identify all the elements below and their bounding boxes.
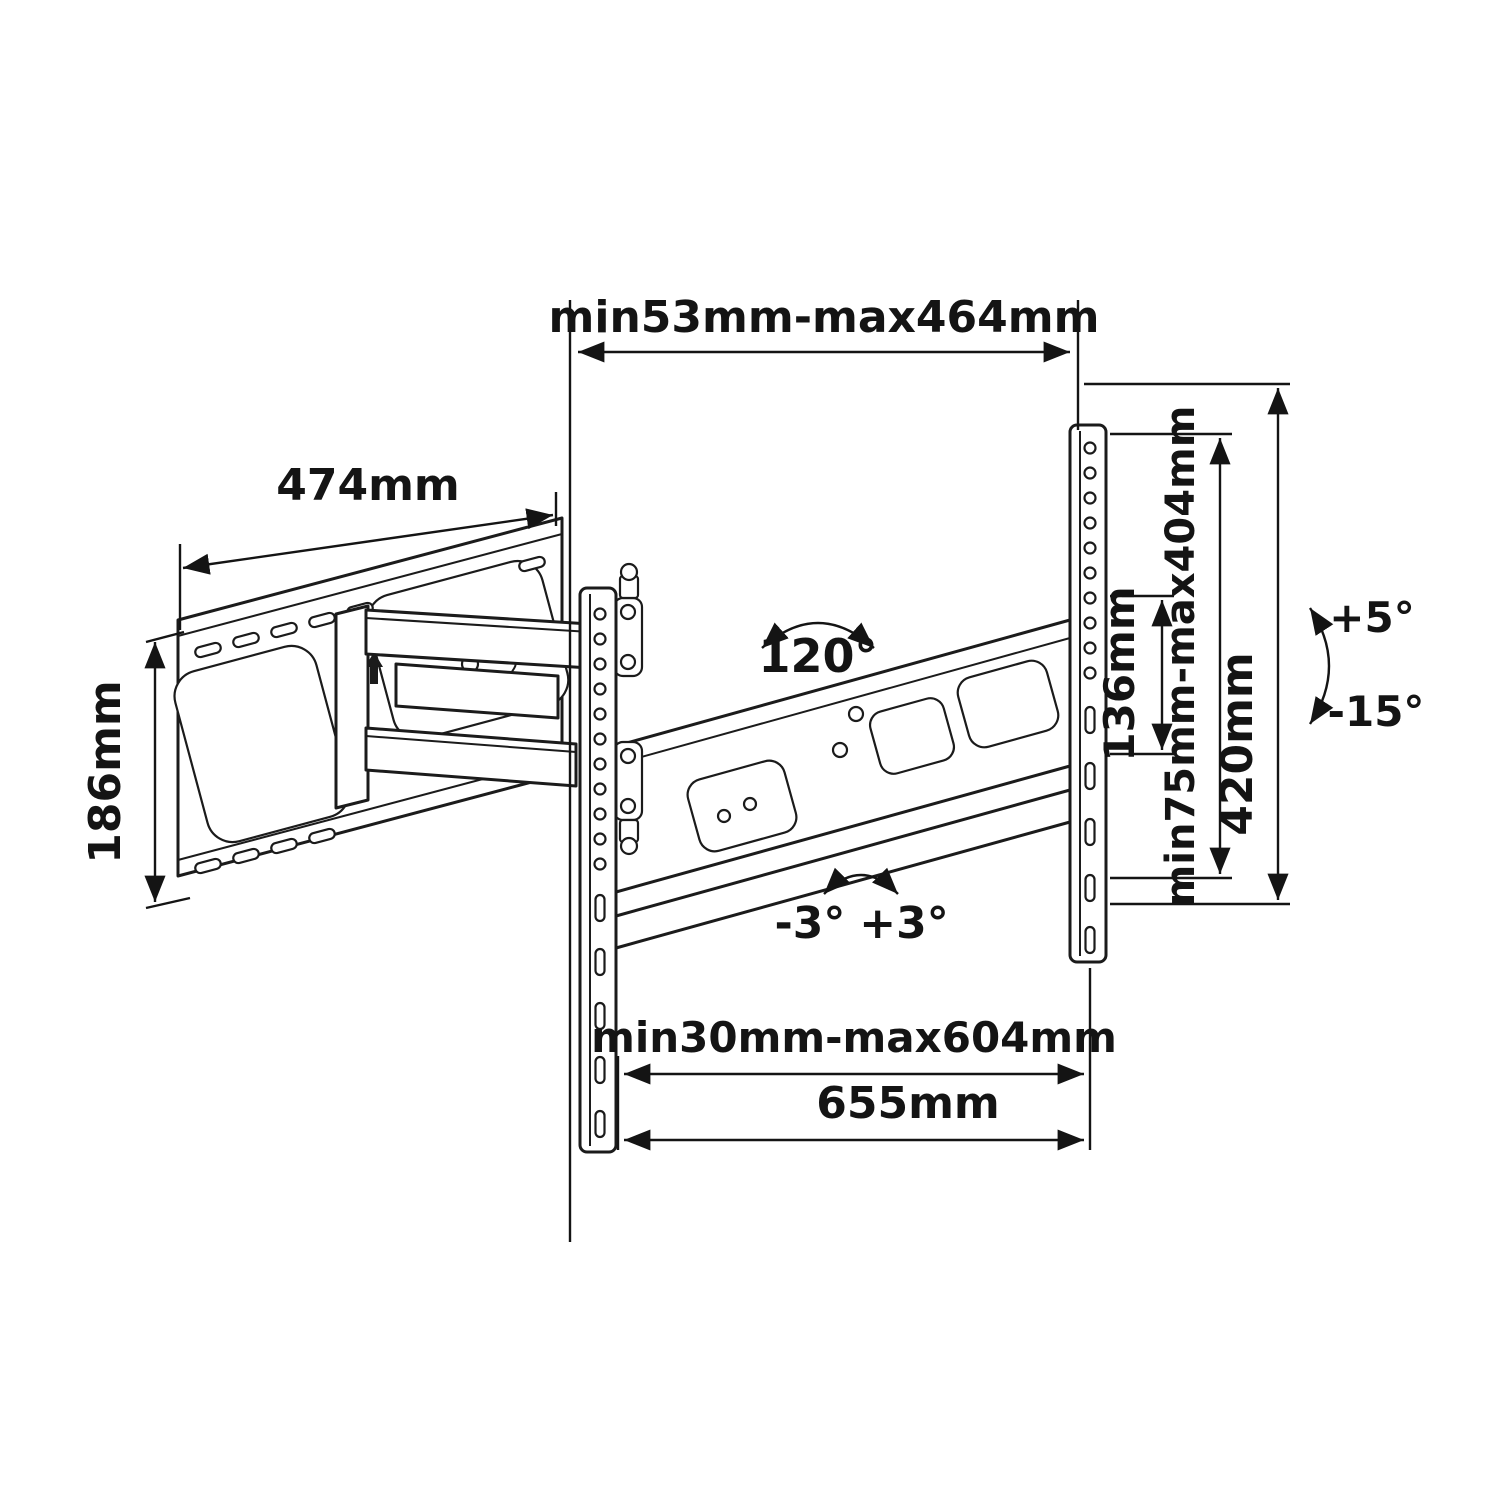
vesa-width-range-label: min30mm-max604mm	[591, 1013, 1117, 1062]
crossbar-width-label: 655mm	[816, 1078, 1000, 1129]
arm-assembly	[334, 604, 592, 810]
vesa-min-height-label: 136mm	[1095, 586, 1144, 761]
level-right-label: +3°	[859, 898, 948, 949]
wall-plate-height-label: 186mm	[80, 680, 131, 864]
bracket-height-label: 420mm	[1212, 652, 1263, 836]
tilt-up-label: +5°	[1329, 593, 1414, 642]
tilt-down-label: -15°	[1328, 687, 1425, 736]
dim-wall-plate-height: 186mm	[80, 630, 191, 910]
left-rail-holes	[593, 607, 607, 871]
level-left-label: -3°	[775, 898, 846, 949]
dim-extension-range: min53mm-max464mm	[549, 292, 1100, 1242]
dim-crossbar-width: 655mm	[624, 1078, 1084, 1151]
right-vertical-rail	[1068, 423, 1108, 964]
left-rail-slots	[594, 893, 606, 1139]
extension-range-label: min53mm-max464mm	[549, 292, 1100, 343]
dim-vesa-height-range: min75mm-max404mm	[1110, 406, 1232, 907]
wall-plate-window-left	[173, 644, 351, 844]
tilt-angle-annotation: +5° -15°	[1308, 593, 1425, 736]
level-angle-annotation: -3° +3°	[775, 867, 949, 949]
crossbar-cutout-left	[686, 759, 798, 853]
dim-wall-plate-width: 474mm	[178, 460, 558, 630]
inner-frame	[394, 662, 560, 720]
hinge-assembly	[612, 562, 644, 856]
left-vertical-rail	[578, 586, 618, 1154]
arm-mount-bracket	[334, 604, 370, 810]
dim-vesa-min-height: 136mm	[1095, 586, 1174, 762]
crossbar-cutout-right	[956, 659, 1060, 749]
right-rail-slots	[1084, 705, 1096, 955]
dim-bracket-height: 420mm	[1084, 382, 1290, 906]
dimension-annotations: min53mm-max464mm 474mm 186mm 120° 136mm	[80, 292, 1424, 1242]
dim-vesa-width-range: min30mm-max604mm	[591, 968, 1117, 1150]
lower-arm	[364, 726, 578, 788]
wall-plate-width-label: 474mm	[276, 460, 460, 511]
swivel-angle-annotation: 120°	[758, 621, 878, 683]
swivel-angle-label: 120°	[758, 629, 877, 683]
right-rail-holes	[1083, 441, 1097, 680]
vesa-height-range-label: min75mm-max404mm	[1158, 406, 1204, 907]
crossbar-cutout-center	[868, 697, 956, 775]
